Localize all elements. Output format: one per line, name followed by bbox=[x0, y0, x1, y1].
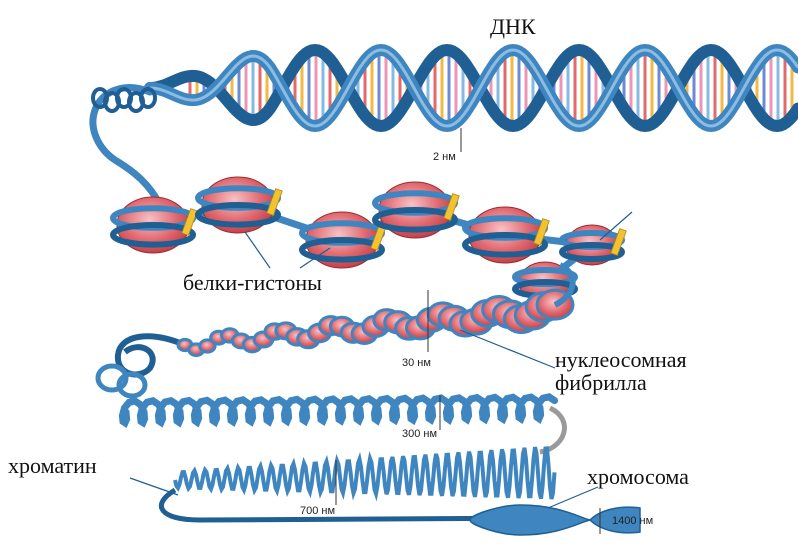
label-chromosome: хромосома bbox=[587, 466, 689, 488]
label-nucleosome-fibril: нуклеосомная фибрилла bbox=[555, 348, 687, 394]
label-chromatin: хроматин bbox=[8, 455, 97, 477]
pointer-line bbox=[130, 478, 178, 495]
measurement-fibril-width: 30 нм bbox=[402, 357, 431, 369]
dna-linker-strand bbox=[93, 88, 160, 205]
chromatid bbox=[470, 505, 590, 535]
coil-helix bbox=[175, 447, 555, 499]
label-dna: ДНК bbox=[490, 16, 536, 38]
label-histone-proteins: белки-гистоны bbox=[183, 272, 322, 294]
measurement-coil-700: 700 нм bbox=[300, 505, 335, 517]
chromatin-loops-300 bbox=[122, 395, 564, 452]
dna-double-helix bbox=[150, 50, 798, 152]
measurement-chromosome-width: 1400 нм bbox=[612, 515, 653, 527]
measurement-dna-width: 2 нм bbox=[433, 151, 456, 163]
pointer-line bbox=[548, 487, 598, 508]
pointer-line bbox=[460, 330, 555, 368]
fibril-tail bbox=[118, 336, 185, 374]
loop-coil bbox=[122, 397, 554, 423]
measurement-loop-300: 300 нм bbox=[402, 428, 437, 440]
pointer-line bbox=[245, 232, 270, 268]
nucleosome-fibril bbox=[98, 265, 573, 396]
